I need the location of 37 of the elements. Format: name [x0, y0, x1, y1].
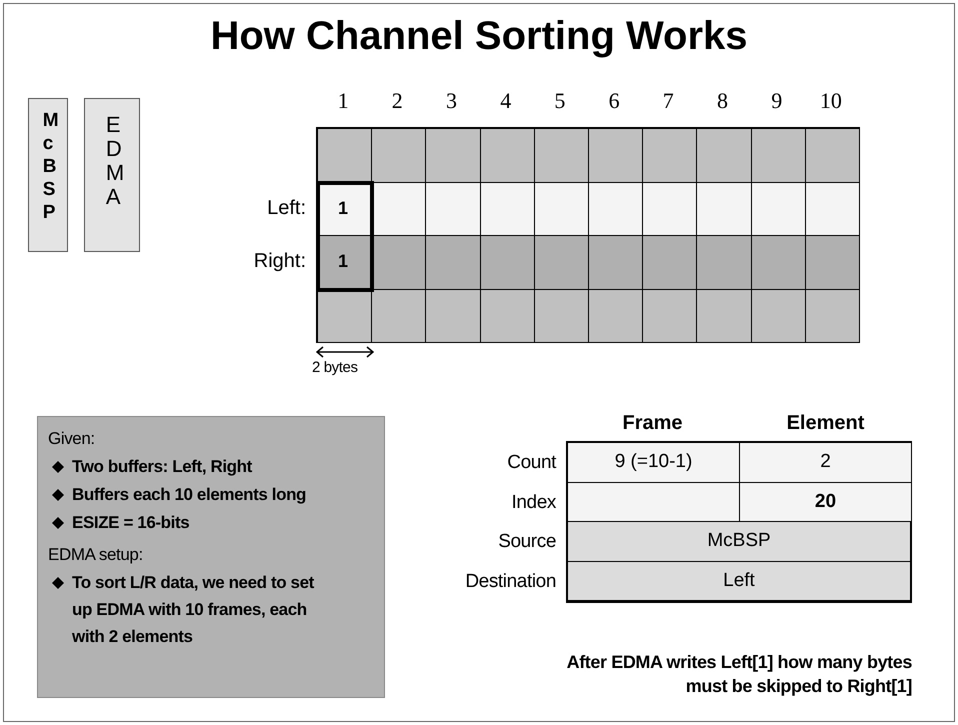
question-note: After EDMA writes Left[1] how many bytes must be skipped to Right[1] [566, 651, 912, 698]
column-number: 9 [770, 87, 784, 115]
column-number: 3 [444, 87, 458, 115]
bullet-text: Buffers each 10 elements long [72, 484, 308, 506]
cell-value: 1 [336, 250, 349, 273]
table-value: 9 (=10-1) [614, 451, 692, 474]
bullet-text: Two buffers: Left, Right [72, 456, 254, 478]
row-label: Source [497, 530, 556, 554]
column-number: 4 [499, 87, 512, 115]
column-number: 2 [390, 87, 404, 115]
table-value: McBSP [707, 530, 771, 552]
slide-title: How Channel Sorting Works [209, 13, 749, 60]
row-label: Destination [464, 570, 556, 594]
vertical-label-box [28, 98, 68, 252]
dimension-label: 2 bytes [312, 358, 359, 378]
section-heading: Given: [48, 428, 96, 450]
table-value: 20 [814, 490, 836, 513]
table-value: 2 [820, 451, 831, 474]
bullet-text: To sort L/R data, we need to set up EDMA with 10 frames, each with 2 elements [72, 572, 316, 648]
column-number: 5 [553, 87, 566, 115]
cell-value: 1 [336, 196, 349, 220]
bullet-text: ESIZE = 16-bits [72, 512, 190, 534]
row-label: Right: [252, 249, 306, 274]
row-label: Left: [266, 196, 306, 220]
section-heading: EDMA setup: [48, 544, 144, 566]
column-header: Element [786, 411, 866, 436]
row-label: Index [510, 490, 556, 514]
column-number: 7 [662, 87, 675, 115]
column-number: 8 [716, 87, 729, 115]
row-label: Count [506, 451, 556, 475]
column-header: Frame [621, 411, 684, 436]
table-value: Left [723, 570, 755, 592]
column-number: 6 [608, 87, 621, 115]
info-panel [37, 416, 385, 698]
column-number: 10 [818, 87, 843, 115]
column-number: 1 [336, 87, 350, 115]
vertical-label-box [84, 98, 140, 252]
